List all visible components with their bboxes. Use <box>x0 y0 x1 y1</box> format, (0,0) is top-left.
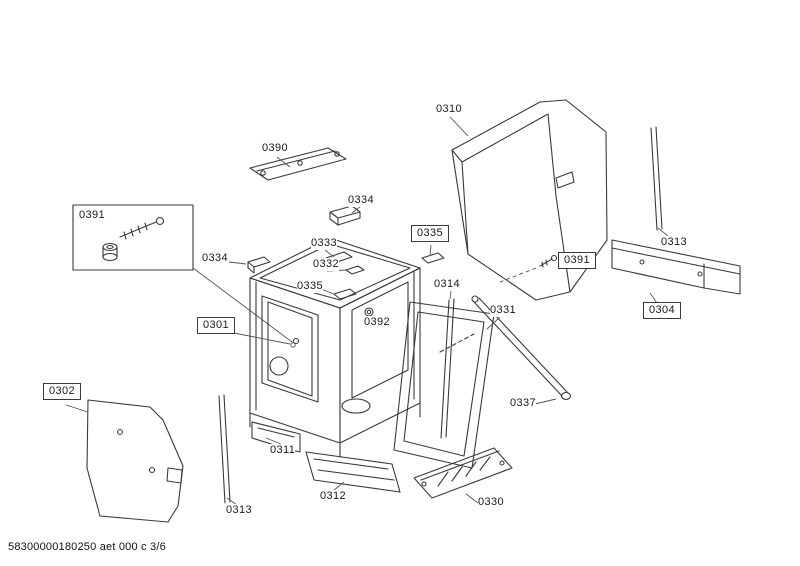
part-0313-strip-right <box>650 126 663 231</box>
part-label-0332: 0332 <box>313 258 340 271</box>
part-0335-left-clip <box>333 288 357 300</box>
part-label-0331: 0331 <box>490 304 517 317</box>
part-label-0334-top: 0334 <box>348 194 375 207</box>
part-0313-strip-left <box>218 394 231 504</box>
part-label-0314: 0314 <box>434 278 461 291</box>
part-0312-base-pan <box>305 451 401 493</box>
part-label-0312: 0312 <box>320 490 347 503</box>
part-0391-kit-box <box>72 204 293 343</box>
part-0310-side-panel <box>451 99 608 301</box>
part-label-0334-left: 0334 <box>202 252 229 265</box>
part-0392-grommet <box>364 307 374 317</box>
part-label-0391-kit: 0391 <box>79 209 106 222</box>
part-0301-tub-assembly <box>249 237 421 458</box>
part-0304-bracket <box>611 239 741 295</box>
part-label-0335-left: 0335 <box>297 280 324 293</box>
part-label-0391-right: 0391 <box>558 252 597 269</box>
part-0334-bracket-top <box>329 205 361 226</box>
part-label-0301: 0301 <box>197 317 236 334</box>
screw-icon <box>119 216 165 240</box>
part-label-0302: 0302 <box>43 383 82 400</box>
part-label-0304: 0304 <box>643 302 682 319</box>
grommet-icon <box>102 242 118 262</box>
part-0335-right-clip <box>421 252 445 264</box>
part-0314-strip <box>440 298 455 439</box>
part-label-0311: 0311 <box>270 444 296 457</box>
part-label-0313-right: 0313 <box>661 236 688 249</box>
part-0332-clip <box>345 265 365 275</box>
part-label-0330: 0330 <box>478 496 505 509</box>
part-label-0390: 0390 <box>262 142 289 155</box>
document-code: 58300000180250 aet 000 c 3/6 <box>8 541 166 553</box>
part-0330-tray <box>413 447 513 499</box>
part-0334-bracket-left <box>247 256 271 274</box>
part-label-0337: 0337 <box>510 397 537 410</box>
part-0390-plate <box>249 147 347 181</box>
part-label-0392: 0392 <box>364 316 391 329</box>
part-label-0335-right: 0335 <box>411 225 450 242</box>
part-label-0333: 0333 <box>311 237 338 250</box>
part-label-0310: 0310 <box>436 103 463 116</box>
part-0302-panel <box>86 399 184 523</box>
part-label-0313-bottom: 0313 <box>226 504 253 517</box>
screw-icon-right <box>539 254 558 268</box>
